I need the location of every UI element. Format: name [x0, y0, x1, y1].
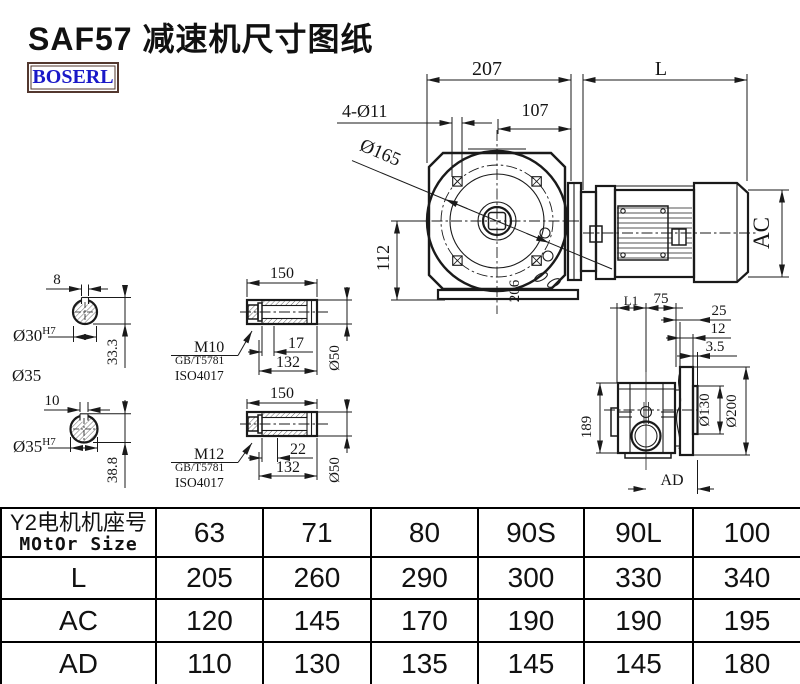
bolt-hole-pads [452, 176, 542, 266]
cell: 340 [692, 556, 800, 600]
key-width-2: 10 [45, 393, 60, 409]
dim-25: 25 [712, 303, 727, 319]
key-width-1: 8 [53, 272, 61, 288]
shaft2-std-gb: GB/T5781 [175, 462, 224, 474]
header-motor-size: Y2电机机座号 MOtOr Size [0, 507, 157, 558]
row-label-L: L [0, 556, 157, 600]
cell: 145 [477, 641, 585, 684]
cell: 190 [583, 598, 694, 643]
cell: 195 [692, 598, 800, 643]
shaft1-dia: Ø50 [327, 345, 343, 371]
row-label-AC: AC [0, 598, 157, 643]
cell: 135 [370, 641, 479, 684]
shaft1-length: 150 [270, 265, 294, 282]
motor-side-view [566, 181, 757, 284]
dim-107: 107 [522, 100, 549, 120]
bore-2: Ø35H7 [13, 436, 56, 456]
shaft1-hub-len: 132 [276, 354, 300, 371]
table-row-L: L 205 260 290 300 330 340 [0, 556, 800, 600]
dim-112: 112 [373, 245, 393, 271]
table-header-row: Y2电机机座号 MOtOr Size 63 71 80 90S 90L 100 [0, 507, 800, 558]
shaft2-bolt: M12 [194, 446, 224, 463]
cell: 180 [692, 641, 800, 684]
shaft1-bolt: M10 [194, 339, 224, 356]
cell: 290 [370, 556, 479, 600]
boserl-logo: BOSERL [27, 62, 119, 93]
shaft2-dia: Ø50 [327, 457, 343, 483]
shaft2-bolt-len: 22 [290, 441, 306, 458]
col-80: 80 [370, 507, 479, 558]
logo-text: BOSERL [32, 66, 114, 88]
bolt-holes-label: 4-Ø11 [342, 101, 387, 121]
shaft-section-2: 10 Ø35H7 38.8 [13, 393, 131, 488]
key-depth-2: 38.8 [105, 457, 121, 483]
cell: 110 [155, 641, 264, 684]
page-title: SAF57 减速机尺寸图纸 [28, 21, 374, 57]
dim-75: 75 [654, 291, 669, 307]
motor-size-table: Y2电机机座号 MOtOr Size 63 71 80 90S 90L 100 … [0, 507, 800, 684]
table-row-AD: AD 110 130 135 145 145 180 [0, 641, 800, 684]
hollow-shaft-detail-1: 150 17 132 Ø50 M10 GB/T5781 ISO4017 [171, 265, 352, 383]
cell: 330 [583, 556, 694, 600]
shaft1-std-gb: GB/T5781 [175, 355, 224, 367]
cell: 170 [370, 598, 479, 643]
cell: 120 [155, 598, 264, 643]
dim-3-5: 3.5 [706, 339, 725, 355]
shaft2-length: 150 [270, 385, 294, 402]
cell: 145 [262, 598, 372, 643]
hollow-shaft-detail-2: 150 22 132 Ø50 M12 GB/T5781 ISO4017 [171, 385, 352, 490]
dim-200: Ø200 [724, 394, 740, 427]
header-cn: Y2电机机座号 [10, 509, 147, 535]
shaft1-std-iso: ISO4017 [175, 368, 224, 383]
case-width-label: 206 [507, 279, 523, 302]
col-100: 100 [692, 507, 800, 558]
shaft1-bolt-len: 17 [288, 335, 304, 352]
cell: 130 [262, 641, 372, 684]
col-90S: 90S [477, 507, 585, 558]
shaft2-std-iso: ISO4017 [175, 475, 224, 490]
outer-dia-label: Ø35 [12, 366, 41, 385]
key-depth-1: 33.3 [105, 339, 121, 365]
dim-L: L [655, 58, 667, 80]
gearbox-side-view: L1 75 25 12 3.5 189 Ø130 [579, 291, 750, 494]
header-en: MOtOr Size [19, 533, 138, 555]
cell: 190 [477, 598, 585, 643]
dim-207: 207 [472, 58, 502, 80]
col-63: 63 [155, 507, 264, 558]
dim-189: 189 [579, 416, 595, 439]
cell: 205 [155, 556, 264, 600]
shaft-section-1: 8 Ø30H7 33.3 Ø35 [12, 272, 131, 385]
gearbox-front-view: 206 [412, 130, 580, 314]
col-71: 71 [262, 507, 372, 558]
cell: 300 [477, 556, 585, 600]
dim-AD: AD [660, 472, 683, 489]
dim-12: 12 [711, 321, 726, 337]
dim-130: Ø130 [697, 393, 713, 426]
dim-AC: AC [749, 217, 774, 249]
table-row-AC: AC 120 145 170 190 190 195 [0, 598, 800, 643]
dim-L1: L1 [624, 293, 638, 308]
row-label-AD: AD [0, 641, 157, 684]
col-90L: 90L [583, 507, 694, 558]
cell: 145 [583, 641, 694, 684]
main-view-dimensions: 207 L 107 4-Ø11 Ø165 112 AC [337, 58, 789, 301]
cell: 260 [262, 556, 372, 600]
shaft2-hub-len: 132 [276, 459, 300, 476]
bore-1: Ø30H7 [13, 325, 56, 345]
